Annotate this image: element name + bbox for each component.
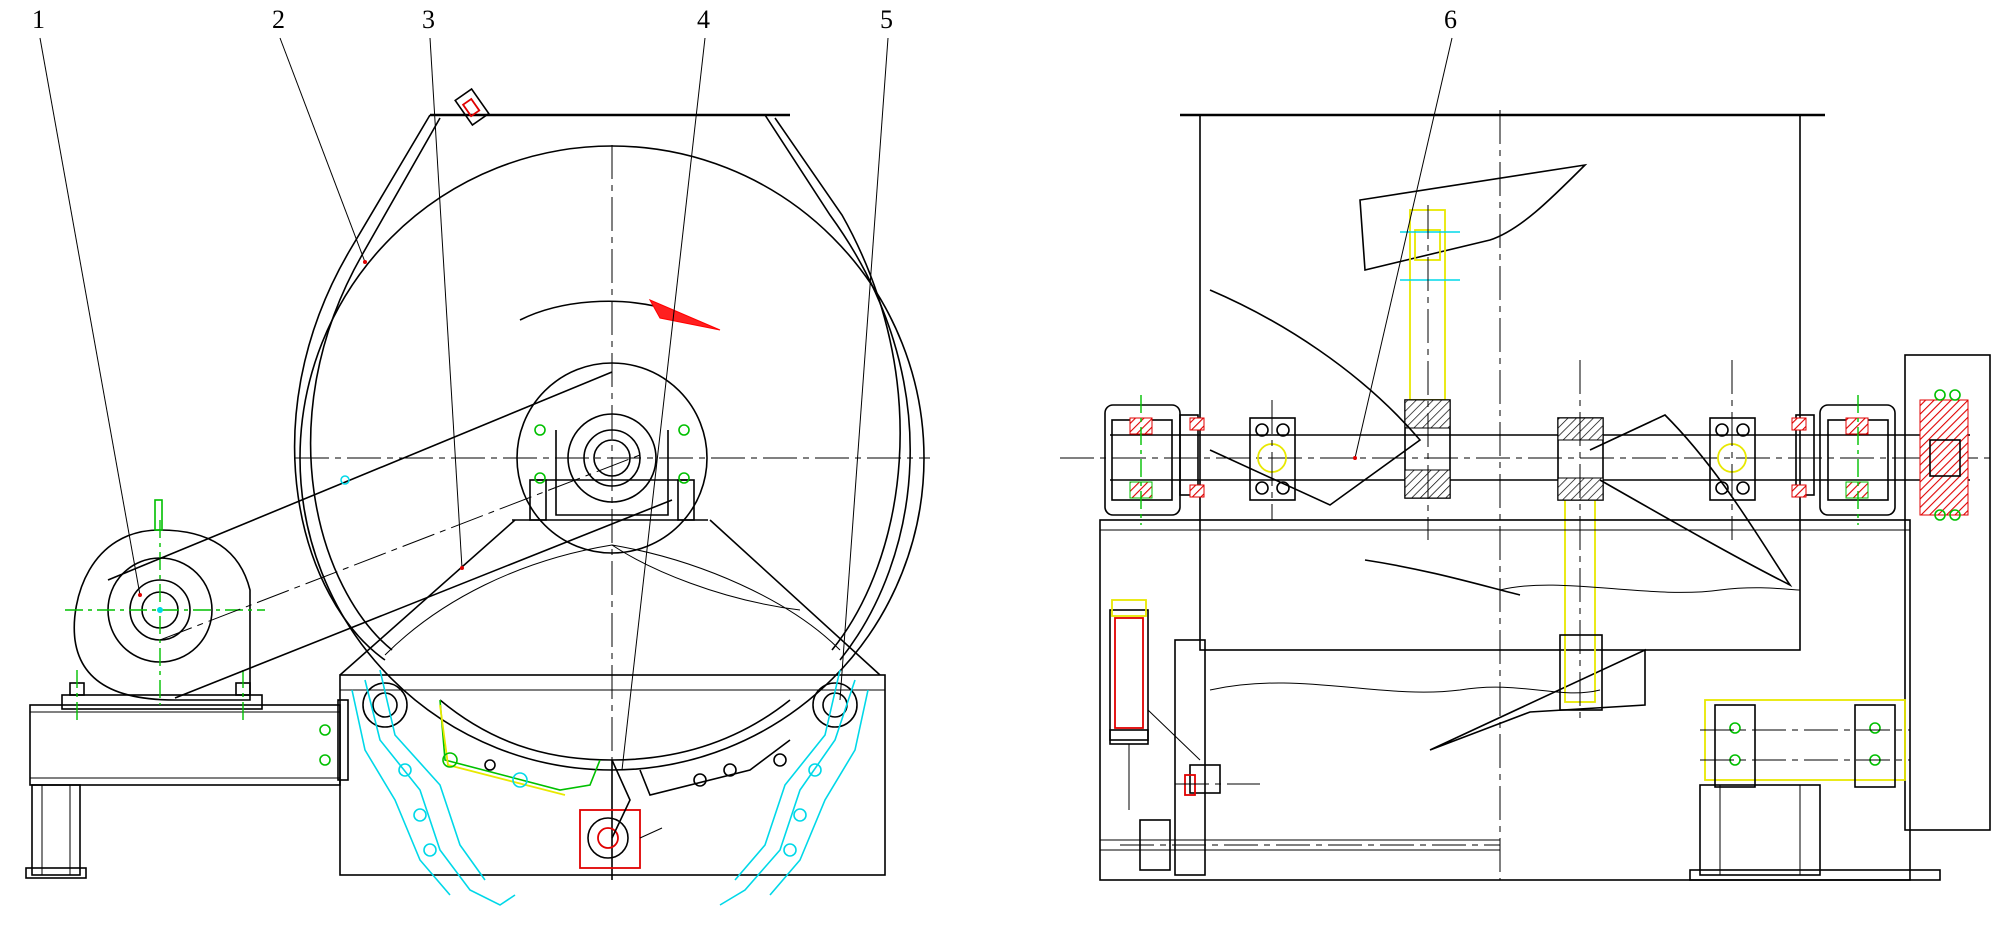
hopper (1180, 110, 1825, 880)
bearing-left (1104, 395, 1205, 525)
leader-line-6 (1354, 37, 1453, 459)
leader-line-1 (39, 37, 141, 596)
main-pulley (512, 362, 708, 554)
shaft-hubs (1249, 360, 1756, 540)
callout-4: 4 (697, 5, 710, 34)
leader-line-2 (279, 37, 366, 263)
ribbon-blades (1209, 289, 1793, 596)
material-level (1209, 584, 1801, 694)
paddle-upper (1359, 163, 1588, 540)
actuator-cylinder (1109, 599, 1260, 810)
side-view (25, 87, 930, 906)
drive-sprocket (1904, 354, 1991, 831)
drive-belt (107, 371, 673, 699)
leader-line-4 (621, 37, 706, 771)
rotation-arrow (519, 298, 721, 331)
discharge-gate-left (351, 669, 601, 906)
top-sensor (454, 87, 490, 127)
main-shaft (1060, 434, 1990, 481)
callout-1: 1 (32, 5, 45, 34)
paddle-lower (1429, 360, 1646, 751)
callout-6: 6 (1444, 5, 1457, 34)
leader-line-5 (839, 37, 889, 701)
base-frame (25, 670, 341, 879)
support-bracket (1700, 699, 1910, 788)
callouts: 1 2 3 4 5 6 (32, 5, 1457, 771)
leader-line-3 (429, 37, 463, 569)
front-view (1060, 110, 1991, 881)
bearing-right (1791, 395, 1896, 525)
gate-cylinder (579, 759, 663, 869)
trough (339, 519, 881, 880)
callout-3: 3 (422, 5, 435, 34)
lower-frame (1099, 519, 1941, 881)
lower-body (319, 674, 886, 876)
callout-5: 5 (880, 5, 893, 34)
callout-2: 2 (272, 5, 285, 34)
discharge-gate-right (639, 669, 869, 906)
